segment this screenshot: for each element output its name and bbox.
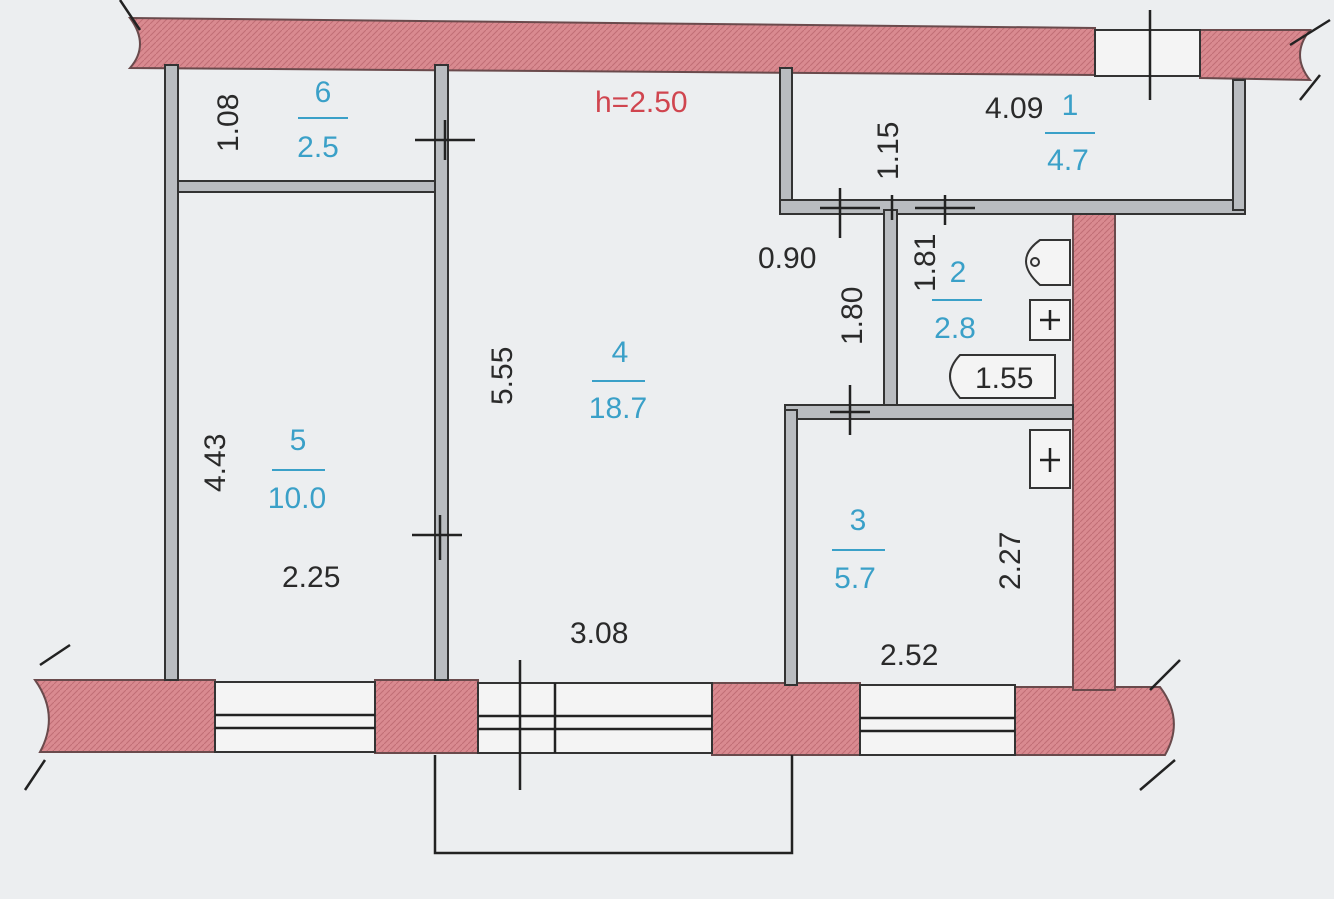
svg-text:5.7: 5.7 (834, 562, 876, 595)
dim-bath-depth: 1.81 (909, 234, 942, 292)
dim-room4-depth: 5.55 (486, 347, 519, 405)
room-3-label: 3 5.7 (832, 504, 885, 595)
dim-doorway: 0.90 (758, 242, 816, 275)
room-6-label: 6 2.5 (297, 76, 348, 164)
dim-bathtub: 1.55 (975, 362, 1033, 395)
window-1 (214, 681, 376, 753)
svg-text:1: 1 (1062, 89, 1079, 122)
svg-text:2.5: 2.5 (297, 131, 339, 164)
svg-text:18.7: 18.7 (589, 392, 647, 425)
balcony-door (477, 660, 713, 790)
dim-room5-width: 2.25 (282, 561, 340, 594)
toilet-icon (1025, 239, 1071, 286)
kitchen-tap-icon (1040, 448, 1060, 472)
sink-icon (1029, 299, 1071, 341)
room-4-label: 4 18.7 (589, 336, 647, 425)
svg-text:6: 6 (315, 76, 332, 109)
room-1-label: 1 4.7 (1045, 89, 1095, 177)
window-2 (859, 684, 1016, 756)
svg-text:4: 4 (612, 336, 629, 369)
dim-room3-depth: 2.27 (994, 532, 1027, 590)
top-window (1094, 29, 1201, 77)
svg-text:4.7: 4.7 (1047, 144, 1089, 177)
svg-text:10.0: 10.0 (268, 482, 326, 515)
svg-text:2.8: 2.8 (934, 312, 976, 345)
top-wall (127, 10, 1313, 100)
balcony (433, 755, 794, 855)
svg-text:3: 3 (850, 504, 867, 537)
interior-walls (164, 64, 1246, 686)
right-wall (1072, 204, 1116, 691)
dim-room1-length: 4.09 (985, 92, 1043, 125)
ceiling-height: h=2.50 (595, 86, 688, 119)
room-2-label: 2 2.8 (932, 256, 982, 345)
svg-text:5: 5 (290, 424, 307, 457)
dim-corridor-depth: 1.80 (836, 287, 869, 345)
dim-room3-width: 2.52 (880, 639, 938, 672)
bathtub-icon (949, 354, 1056, 399)
svg-text:2: 2 (950, 256, 967, 289)
dim-room1-depth: 1.15 (872, 122, 905, 180)
dim-room6-depth: 1.08 (212, 94, 245, 152)
dim-room5-depth: 4.43 (199, 434, 232, 492)
bottom-wall (33, 660, 1175, 790)
dim-room4-width: 3.08 (570, 617, 628, 650)
room-5-label: 5 10.0 (268, 424, 326, 515)
